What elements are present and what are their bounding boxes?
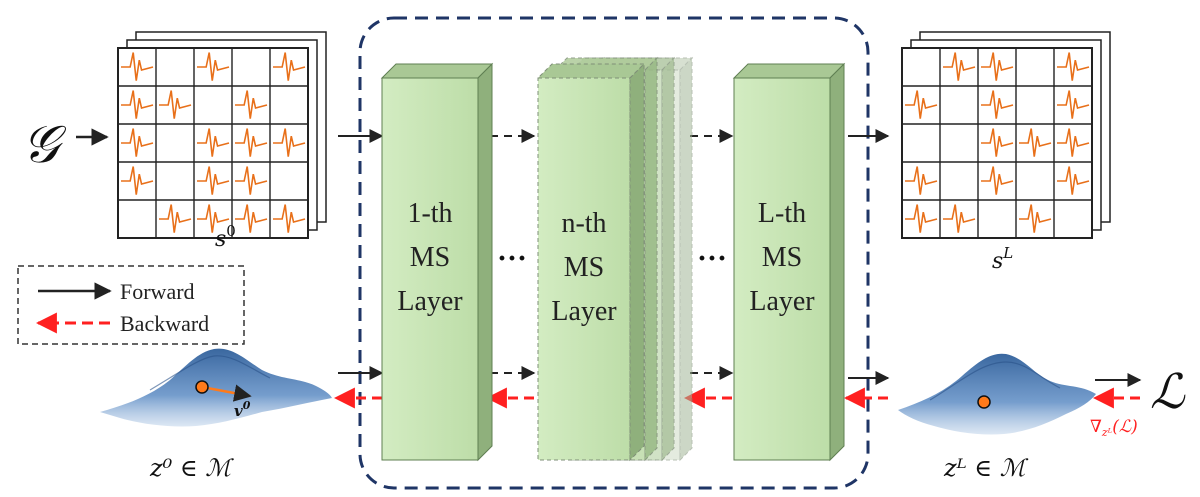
layers-container-box: [358, 16, 870, 490]
output-signal-grid: [901, 31, 1111, 239]
input-grid-signal-wave: [121, 52, 154, 81]
input-grid-signal-wave: [273, 128, 306, 157]
output-grid-signal-wave: [1057, 128, 1090, 157]
output-grid-signal-wave: [1019, 128, 1052, 157]
layer-1-label-line2: MS: [410, 242, 450, 273]
output-grid-signal-wave: [1057, 52, 1090, 81]
output-grid-signal-wave: [1057, 90, 1090, 119]
input-grid-signal-wave: [197, 204, 230, 233]
layer-n-label-line2: MS: [564, 252, 604, 283]
layer-1-block: [380, 62, 494, 462]
layer-1-label-line1: 1-th: [407, 198, 452, 229]
gradient-label: ∇zᴸ(ℒ): [1090, 417, 1138, 439]
input-grid-signal-wave: [273, 52, 306, 81]
output-grid-signal-wave: [943, 52, 976, 81]
output-grid-signal-wave: [905, 90, 938, 119]
input-grid-signal-wave: [159, 90, 192, 119]
output-grid-signal-wave: [981, 90, 1014, 119]
input-grid-signal-wave: [235, 90, 268, 119]
input-grid-signal-wave: [235, 128, 268, 157]
input-grid-label-sup: 0: [226, 222, 236, 240]
legend-backward-label: Backward: [120, 311, 209, 336]
output-grid-signal-wave: [981, 166, 1014, 195]
input-manifold-surface: [100, 348, 332, 427]
graph-input-symbol: 𝒢: [22, 115, 67, 175]
legend-forward-label: Forward: [120, 279, 195, 304]
loss-symbol: ℒ: [1150, 364, 1186, 420]
output-grid-label-sup: L: [1002, 244, 1013, 262]
input-grid-label-base: s: [215, 227, 226, 252]
layer-L-block: [732, 62, 846, 462]
output-grid-signal-wave: [1057, 166, 1090, 195]
input-grid-signal-wave: [197, 52, 230, 81]
layer-n-block: [536, 62, 646, 462]
layer-n-label-line3: Layer: [551, 296, 617, 327]
input-grid-signal-wave: [235, 166, 268, 195]
tangent-vector-arrow: [201, 384, 252, 402]
layer-L-label-line3: Layer: [749, 286, 815, 317]
output-manifold-label: zᴸ ∈ ℳ: [943, 454, 1029, 482]
tangent-vector-label-base: v: [234, 402, 243, 420]
output-manifold-surface: [898, 353, 1096, 435]
legend: Forward Backward: [17, 265, 245, 345]
output-manifold-point: [977, 395, 991, 409]
input-grid-signal-wave: [235, 204, 268, 233]
gradient-label-arg: (ℒ): [1112, 417, 1138, 437]
ellipsis-right: ···: [697, 242, 727, 275]
input-manifold-point: [195, 380, 209, 394]
input-grid-signal-wave: [197, 128, 230, 157]
input-grid-signal-wave: [121, 128, 154, 157]
layer-1-label-line3: Layer: [397, 286, 463, 317]
ellipsis-left: ···: [497, 242, 527, 275]
input-grid-signal-wave: [159, 204, 192, 233]
input-grid-label: s0: [215, 222, 236, 252]
layer-n-label-line1: n-th: [561, 208, 606, 239]
output-grid-signal-wave: [981, 128, 1014, 157]
input-grid-signal-wave: [121, 90, 154, 119]
output-grid-label: sL: [992, 244, 1013, 274]
layer-L-label-line2: MS: [762, 242, 802, 273]
output-grid-signal-wave: [981, 52, 1014, 81]
tangent-vector-label: v0: [234, 399, 251, 420]
gradient-label-symbol: ∇: [1090, 417, 1102, 437]
input-grid-signal-wave: [273, 204, 306, 233]
output-grid-signal-wave: [943, 204, 976, 233]
output-grid-signal-wave: [905, 166, 938, 195]
output-grid-signal-wave: [1019, 204, 1052, 233]
input-grid-signal-wave: [121, 166, 154, 195]
layer-L-label-line1: L-th: [758, 198, 806, 229]
tangent-vector-label-sup: 0: [243, 399, 251, 412]
input-manifold-label: z⁰ ∈ ℳ: [149, 454, 234, 482]
gradient-label-sub: zᴸ: [1101, 426, 1113, 439]
input-grid-signal-wave: [197, 166, 230, 195]
output-grid-signal-wave: [905, 204, 938, 233]
input-signal-grid: [117, 31, 327, 239]
output-grid-label-base: s: [992, 249, 1003, 274]
